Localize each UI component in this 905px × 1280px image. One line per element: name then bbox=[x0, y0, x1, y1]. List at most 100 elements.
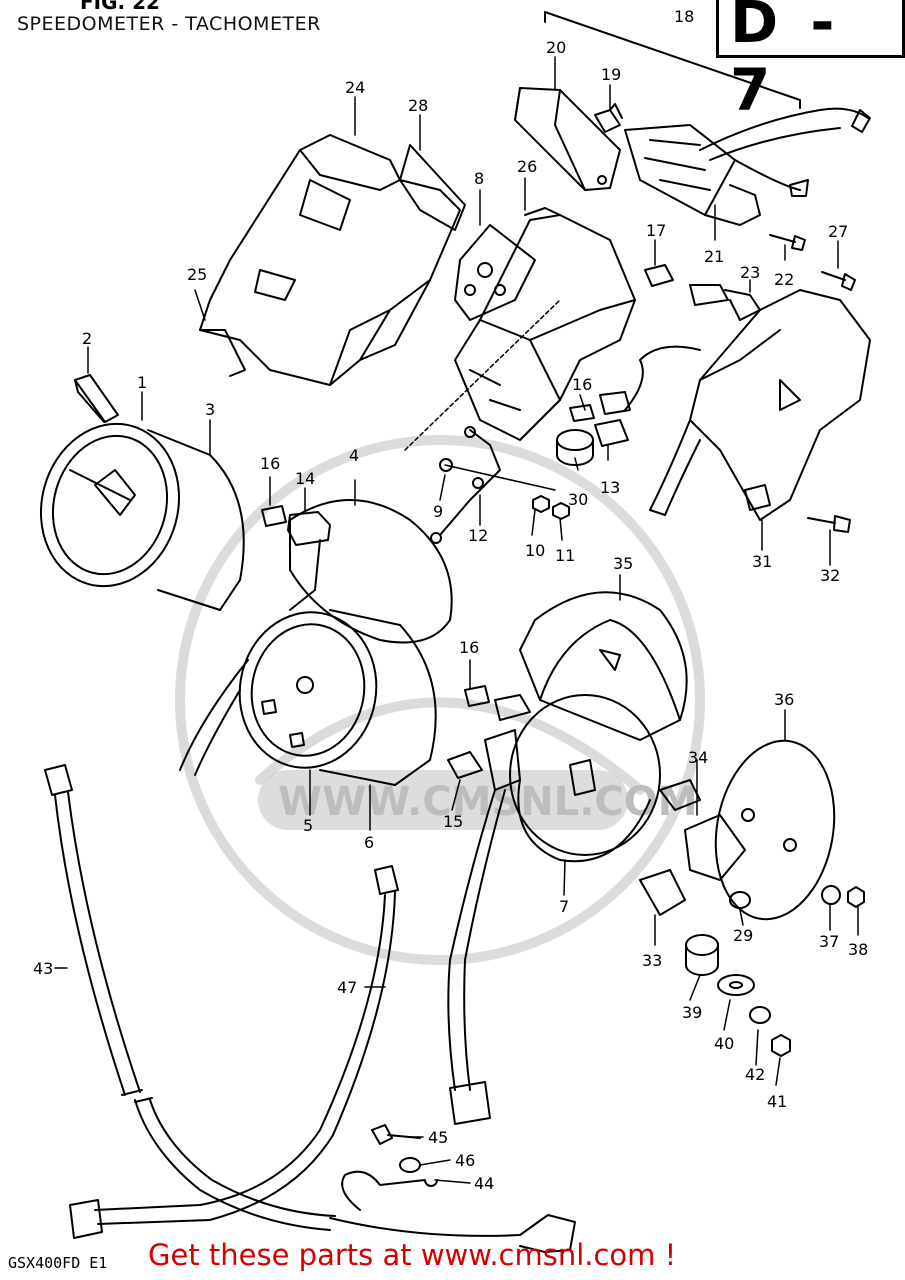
part-label-35: 35 bbox=[613, 554, 633, 573]
cable-43 bbox=[44, 764, 336, 1231]
part-label-15: 15 bbox=[443, 812, 463, 831]
leader-line bbox=[404, 299, 561, 451]
assembly-bracket-18 bbox=[544, 11, 801, 109]
housing-35 bbox=[519, 591, 688, 741]
part-label-22: 22 bbox=[774, 270, 794, 289]
grommet-39 bbox=[685, 934, 719, 976]
switch-module-20 bbox=[514, 87, 621, 191]
figure-title: FIG. 22 bbox=[80, 0, 160, 14]
socket-34 bbox=[639, 779, 746, 916]
part-label-33: 33 bbox=[642, 951, 662, 970]
part-label-2: 2 bbox=[82, 329, 92, 348]
nut-41 bbox=[771, 1034, 791, 1057]
washer-46 bbox=[399, 1157, 421, 1173]
trip-knob-2 bbox=[74, 374, 119, 423]
screw-32 bbox=[807, 515, 851, 533]
part-label-29: 29 bbox=[733, 926, 753, 945]
part-label-7: 7 bbox=[559, 897, 569, 916]
part-label-26: 26 bbox=[517, 157, 537, 176]
speedometer-1 bbox=[39, 422, 245, 611]
bracket-26 bbox=[454, 207, 636, 441]
clamp-44 bbox=[341, 1170, 438, 1211]
bulb-16a bbox=[569, 404, 595, 422]
nut-10 bbox=[532, 495, 550, 513]
part-label-28: 28 bbox=[408, 96, 428, 115]
washer-29 bbox=[729, 891, 751, 909]
cover-28 bbox=[399, 144, 466, 231]
part-label-11: 11 bbox=[555, 546, 575, 565]
watermark bbox=[175, 435, 705, 965]
lamp-plate-8 bbox=[454, 224, 536, 321]
part-label-23: 23 bbox=[740, 263, 760, 282]
part-label-27: 27 bbox=[828, 222, 848, 241]
part-label-6: 6 bbox=[364, 833, 374, 852]
leader-ticks bbox=[54, 56, 859, 1184]
part-label-30: 30 bbox=[568, 490, 588, 509]
connector-21 bbox=[624, 107, 871, 226]
part-label-32: 32 bbox=[820, 566, 840, 585]
part-label-25: 25 bbox=[187, 265, 207, 284]
part-label-8: 8 bbox=[474, 169, 484, 188]
part-label-16-a: 16 bbox=[572, 375, 592, 394]
part-label-9: 9 bbox=[433, 502, 443, 521]
part-label-37: 37 bbox=[819, 932, 839, 951]
part-label-46: 46 bbox=[455, 1151, 475, 1170]
washer-40 bbox=[717, 974, 755, 996]
part-label-34: 34 bbox=[688, 748, 708, 767]
housing-7 bbox=[509, 694, 661, 863]
bulb-17 bbox=[644, 264, 674, 287]
section-code: D - 7 bbox=[730, 0, 841, 124]
cable-end-43 bbox=[329, 1214, 576, 1253]
part-label-45: 45 bbox=[428, 1128, 448, 1147]
socket-14 bbox=[287, 511, 331, 611]
part-label-16-b: 16 bbox=[260, 454, 280, 473]
upper-cover-24 bbox=[199, 134, 461, 386]
diagram-subtitle: SPEEDOMETER - TACHOMETER bbox=[17, 13, 321, 35]
ad-link[interactable]: Get these parts at www.cmsnl.com ! bbox=[148, 1238, 677, 1272]
wire-12 bbox=[430, 426, 501, 544]
leader-line bbox=[444, 464, 556, 491]
bulb-16c bbox=[464, 685, 490, 707]
part-label-36: 36 bbox=[774, 690, 794, 709]
bolt-45 bbox=[371, 1124, 421, 1145]
bulb-19 bbox=[594, 103, 623, 133]
part-label-31: 31 bbox=[752, 552, 772, 571]
socket-15 bbox=[447, 694, 531, 1125]
part-label-3: 3 bbox=[205, 400, 215, 419]
part-labels: 1 2 3 4 5 6 7 8 9 10 11 12 13 14 15 16 1… bbox=[33, 7, 868, 1193]
watermark-band bbox=[258, 770, 628, 830]
part-label-13: 13 bbox=[600, 478, 620, 497]
washer-42 bbox=[749, 1006, 771, 1024]
part-label-4: 4 bbox=[349, 446, 359, 465]
part-label-39: 39 bbox=[682, 1003, 702, 1022]
part-label-44: 44 bbox=[474, 1174, 494, 1193]
part-label-14: 14 bbox=[295, 469, 315, 488]
tachometer-5 bbox=[179, 609, 437, 786]
part-label-1: 1 bbox=[137, 373, 147, 392]
screw-27 bbox=[821, 271, 856, 291]
part-label-40: 40 bbox=[714, 1034, 734, 1053]
part-label-47: 47 bbox=[337, 978, 357, 997]
nut-38 bbox=[847, 886, 865, 908]
part-label-18: 18 bbox=[674, 7, 694, 26]
grommet-30 bbox=[556, 429, 594, 466]
part-label-21: 21 bbox=[704, 247, 724, 266]
bulb-16b bbox=[261, 505, 287, 527]
part-label-24: 24 bbox=[345, 78, 365, 97]
part-label-20: 20 bbox=[546, 38, 566, 57]
part-label-10: 10 bbox=[525, 541, 545, 560]
part-label-38: 38 bbox=[848, 940, 868, 959]
washer-37 bbox=[821, 885, 841, 905]
model-code: GSX400FD E1 bbox=[8, 1254, 108, 1272]
gasket-4 bbox=[289, 499, 453, 644]
right-cover-31 bbox=[649, 289, 871, 521]
part-label-5: 5 bbox=[303, 816, 313, 835]
part-label-41: 41 bbox=[767, 1092, 787, 1111]
section-box bbox=[716, 0, 905, 58]
part-label-19: 19 bbox=[601, 65, 621, 84]
part-label-16-c: 16 bbox=[459, 638, 479, 657]
housing-36 bbox=[714, 739, 836, 921]
washer-9 bbox=[439, 458, 453, 472]
watermark-text: WWW.CMSNL.COM bbox=[278, 779, 698, 825]
